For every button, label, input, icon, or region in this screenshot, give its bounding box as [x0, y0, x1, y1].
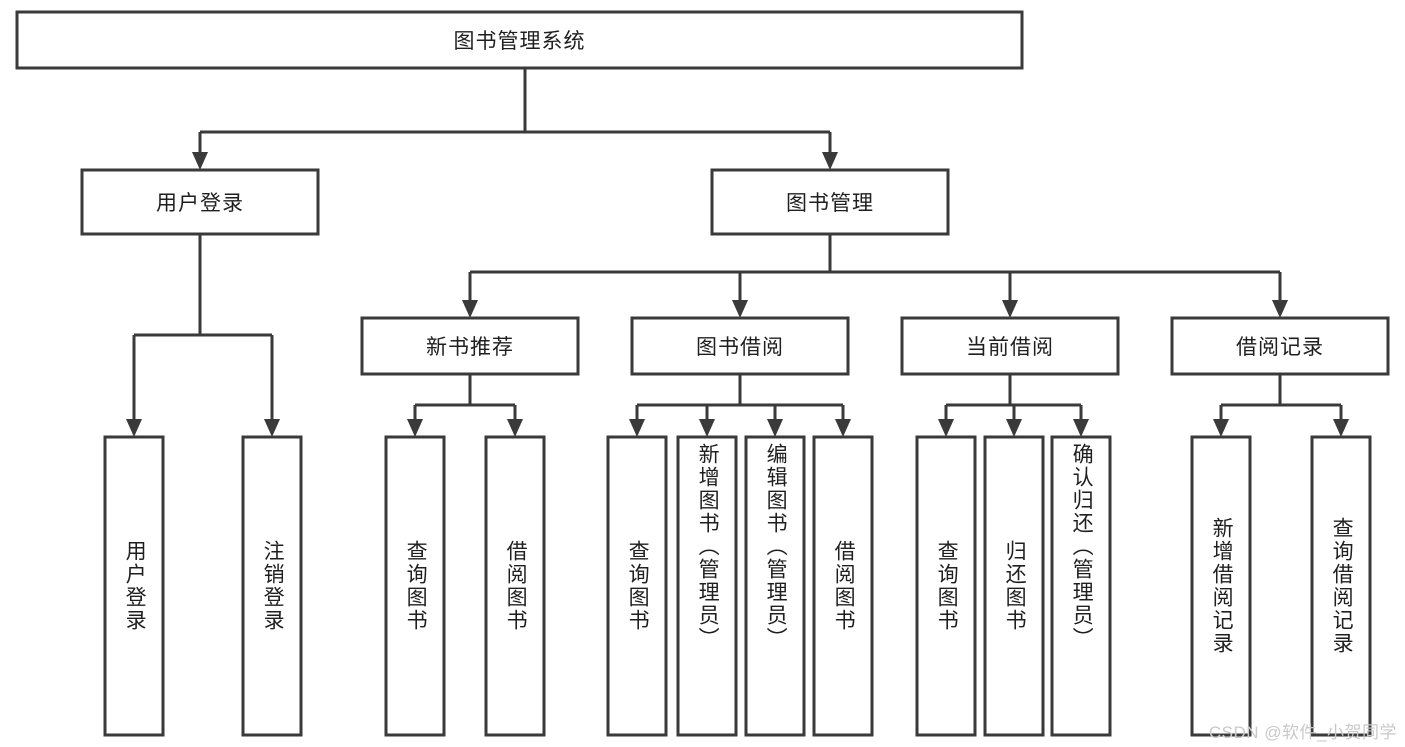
- node-new-book-recommend[interactable]: [360, 316, 580, 376]
- arrow-to-leaf-edit-book-arrowhead: [767, 419, 783, 437]
- arrow-to-user-login-arrowhead: [192, 152, 208, 170]
- node-leaf-query-book-3[interactable]: [915, 435, 977, 737]
- arrow-to-leaf-user-login-arrowhead: [126, 419, 142, 437]
- node-leaf-confirm-return[interactable]: [1050, 435, 1112, 737]
- node-leaf-user-logout[interactable]: [241, 435, 303, 737]
- node-leaf-return-book[interactable]: [983, 435, 1045, 737]
- node-book-manage[interactable]: [710, 168, 950, 236]
- arrow-to-leaf-user-logout-arrowhead: [264, 419, 280, 437]
- arrow-to-borrow-record-arrowhead: [1272, 300, 1288, 318]
- node-borrow-record[interactable]: [1170, 316, 1390, 376]
- boxes-layer: [15, 10, 1390, 737]
- node-current-borrow[interactable]: [900, 316, 1120, 376]
- arrow-to-leaf-query-book-2-arrowhead: [629, 419, 645, 437]
- arrow-to-leaf-return-book-arrowhead: [1006, 419, 1022, 437]
- arrow-to-leaf-query-book-1-arrowhead: [407, 419, 423, 437]
- arrow-to-leaf-query-borrow-record-arrowhead: [1333, 419, 1349, 437]
- node-leaf-query-borrow-record[interactable]: [1310, 435, 1372, 737]
- node-leaf-user-login[interactable]: [103, 435, 165, 737]
- node-leaf-edit-book[interactable]: [744, 435, 806, 737]
- connectors-layer: [126, 68, 1349, 437]
- node-leaf-add-borrow-record[interactable]: [1190, 435, 1252, 737]
- node-leaf-borrow-book-1[interactable]: [484, 435, 546, 737]
- node-leaf-add-book[interactable]: [676, 435, 738, 737]
- node-book-borrow[interactable]: [630, 316, 850, 376]
- arrow-to-leaf-borrow-book-2-arrowhead: [835, 419, 851, 437]
- node-root[interactable]: [15, 10, 1024, 70]
- node-user-login[interactable]: [80, 168, 320, 236]
- node-leaf-query-book-1[interactable]: [384, 435, 446, 737]
- arrow-to-new-book-recommend-arrowhead: [462, 300, 478, 318]
- csdn-watermark: CSDN @软件_小贺同学: [1208, 723, 1397, 742]
- arrow-to-leaf-query-book-3-arrowhead: [938, 419, 954, 437]
- arrow-to-leaf-borrow-book-1-arrowhead: [507, 419, 523, 437]
- arrow-to-current-borrow-arrowhead: [1002, 300, 1018, 318]
- node-leaf-query-book-2[interactable]: [606, 435, 668, 737]
- arrow-to-leaf-add-book-arrowhead: [699, 419, 715, 437]
- arrow-to-book-manage-arrowhead: [822, 152, 838, 170]
- arrow-to-leaf-add-borrow-record-arrowhead: [1213, 419, 1229, 437]
- arrow-to-leaf-confirm-return-arrowhead: [1073, 419, 1089, 437]
- arrow-to-book-borrow-arrowhead: [732, 300, 748, 318]
- node-leaf-borrow-book-2[interactable]: [812, 435, 874, 737]
